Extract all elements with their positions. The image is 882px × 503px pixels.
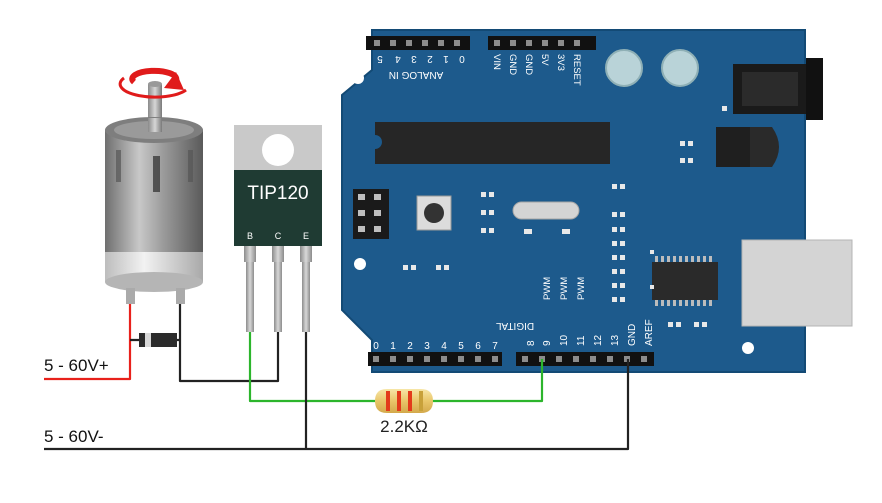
arduino-board: 0 1 2 3 4 5 ANALOG IN VIN GND GND 5V 3V3… bbox=[341, 29, 853, 373]
wire-positive bbox=[44, 300, 132, 381]
digital-pin-label: 11 bbox=[576, 335, 587, 346]
mounting-hole bbox=[354, 258, 366, 270]
digital-pin-label: 2 bbox=[407, 341, 413, 352]
power-pin-label: GND bbox=[523, 54, 534, 75]
digital-pin-label: 6 bbox=[475, 341, 481, 352]
digital-pin-label: GND bbox=[627, 324, 638, 346]
pwm-label: PWM bbox=[559, 277, 570, 300]
mounting-hole bbox=[352, 72, 364, 84]
digital-pin-label: 12 bbox=[593, 334, 604, 346]
transistor-leg-base bbox=[246, 262, 254, 332]
digital-pin-label: 4 bbox=[441, 341, 447, 352]
pin-label-collector: C bbox=[275, 231, 282, 241]
wires bbox=[44, 300, 630, 451]
digital-pin-label: 9 bbox=[542, 340, 553, 346]
digital-pin-label: 7 bbox=[492, 341, 498, 352]
digital-pin-label: 1 bbox=[390, 341, 396, 352]
power-pin-label: VIN bbox=[491, 54, 502, 70]
dc-power-jack bbox=[733, 58, 823, 120]
analog-pin-label: 1 bbox=[443, 53, 449, 64]
power-header bbox=[488, 36, 596, 50]
transistor-tip120: TIP120 B C E bbox=[234, 125, 322, 332]
analog-pin-label: 5 bbox=[377, 53, 383, 64]
pin-label-base: B bbox=[247, 231, 253, 241]
diode bbox=[139, 333, 177, 347]
analog-in-label: ANALOG IN bbox=[389, 69, 443, 80]
power-positive-label: 5 - 60V+ bbox=[44, 356, 109, 375]
motor-terminal bbox=[126, 288, 135, 304]
wire-ground bbox=[44, 359, 630, 451]
transistor-leg-emitter bbox=[302, 262, 310, 332]
dc-motor bbox=[105, 67, 203, 304]
digital-pin-label: 13 bbox=[610, 334, 621, 346]
crystal-oscillator bbox=[512, 201, 580, 220]
motor-terminal bbox=[176, 288, 185, 304]
analog-pin-label: 3 bbox=[411, 53, 417, 64]
wire-base bbox=[248, 330, 375, 403]
usb-controller-chip bbox=[652, 256, 718, 306]
microcontroller-chip bbox=[375, 122, 610, 164]
voltage-regulator bbox=[716, 127, 779, 167]
digital-pin-label: 5 bbox=[458, 341, 464, 352]
analog-pin-label: 0 bbox=[459, 53, 465, 64]
analog-pin-label: 2 bbox=[427, 53, 433, 64]
smd-components bbox=[403, 106, 727, 327]
digital-pin-label: 0 bbox=[373, 341, 379, 352]
power-pin-label: GND bbox=[507, 54, 518, 75]
icsp-header bbox=[353, 189, 389, 239]
resistor: 2.2KΩ bbox=[375, 389, 433, 436]
digital-pin-label: 8 bbox=[526, 340, 537, 346]
transistor-leg-collector bbox=[274, 262, 282, 332]
usb-port bbox=[741, 239, 853, 327]
digital-pin-label: 10 bbox=[559, 334, 570, 346]
reset-button bbox=[416, 195, 452, 231]
power-pin-label: 3V3 bbox=[555, 54, 566, 71]
resistor-label: 2.2KΩ bbox=[380, 417, 428, 436]
power-pin-label: 5V bbox=[539, 54, 550, 66]
power-pin-label: RESET bbox=[571, 54, 582, 86]
power-negative-label: 5 - 60V- bbox=[44, 427, 104, 446]
wire-pin9 bbox=[432, 359, 544, 403]
analog-pin-label: 4 bbox=[395, 53, 401, 64]
transistor-label: TIP120 bbox=[247, 183, 308, 204]
pin-label-emitter: E bbox=[303, 231, 309, 241]
capacitor bbox=[605, 49, 643, 87]
digital-label: DIGITAL bbox=[495, 320, 534, 331]
pwm-label: PWM bbox=[576, 277, 587, 300]
capacitor bbox=[661, 49, 699, 87]
digital-header-low bbox=[368, 352, 502, 366]
analog-header bbox=[366, 36, 470, 50]
digital-pin-label: AREF bbox=[644, 319, 655, 346]
rotation-arrow-icon bbox=[118, 67, 187, 99]
digital-header-high bbox=[516, 352, 654, 366]
digital-pin-label: 3 bbox=[424, 341, 430, 352]
pwm-label: PWM bbox=[542, 277, 553, 300]
wire-motor-collector bbox=[178, 300, 280, 383]
mounting-hole bbox=[742, 342, 754, 354]
